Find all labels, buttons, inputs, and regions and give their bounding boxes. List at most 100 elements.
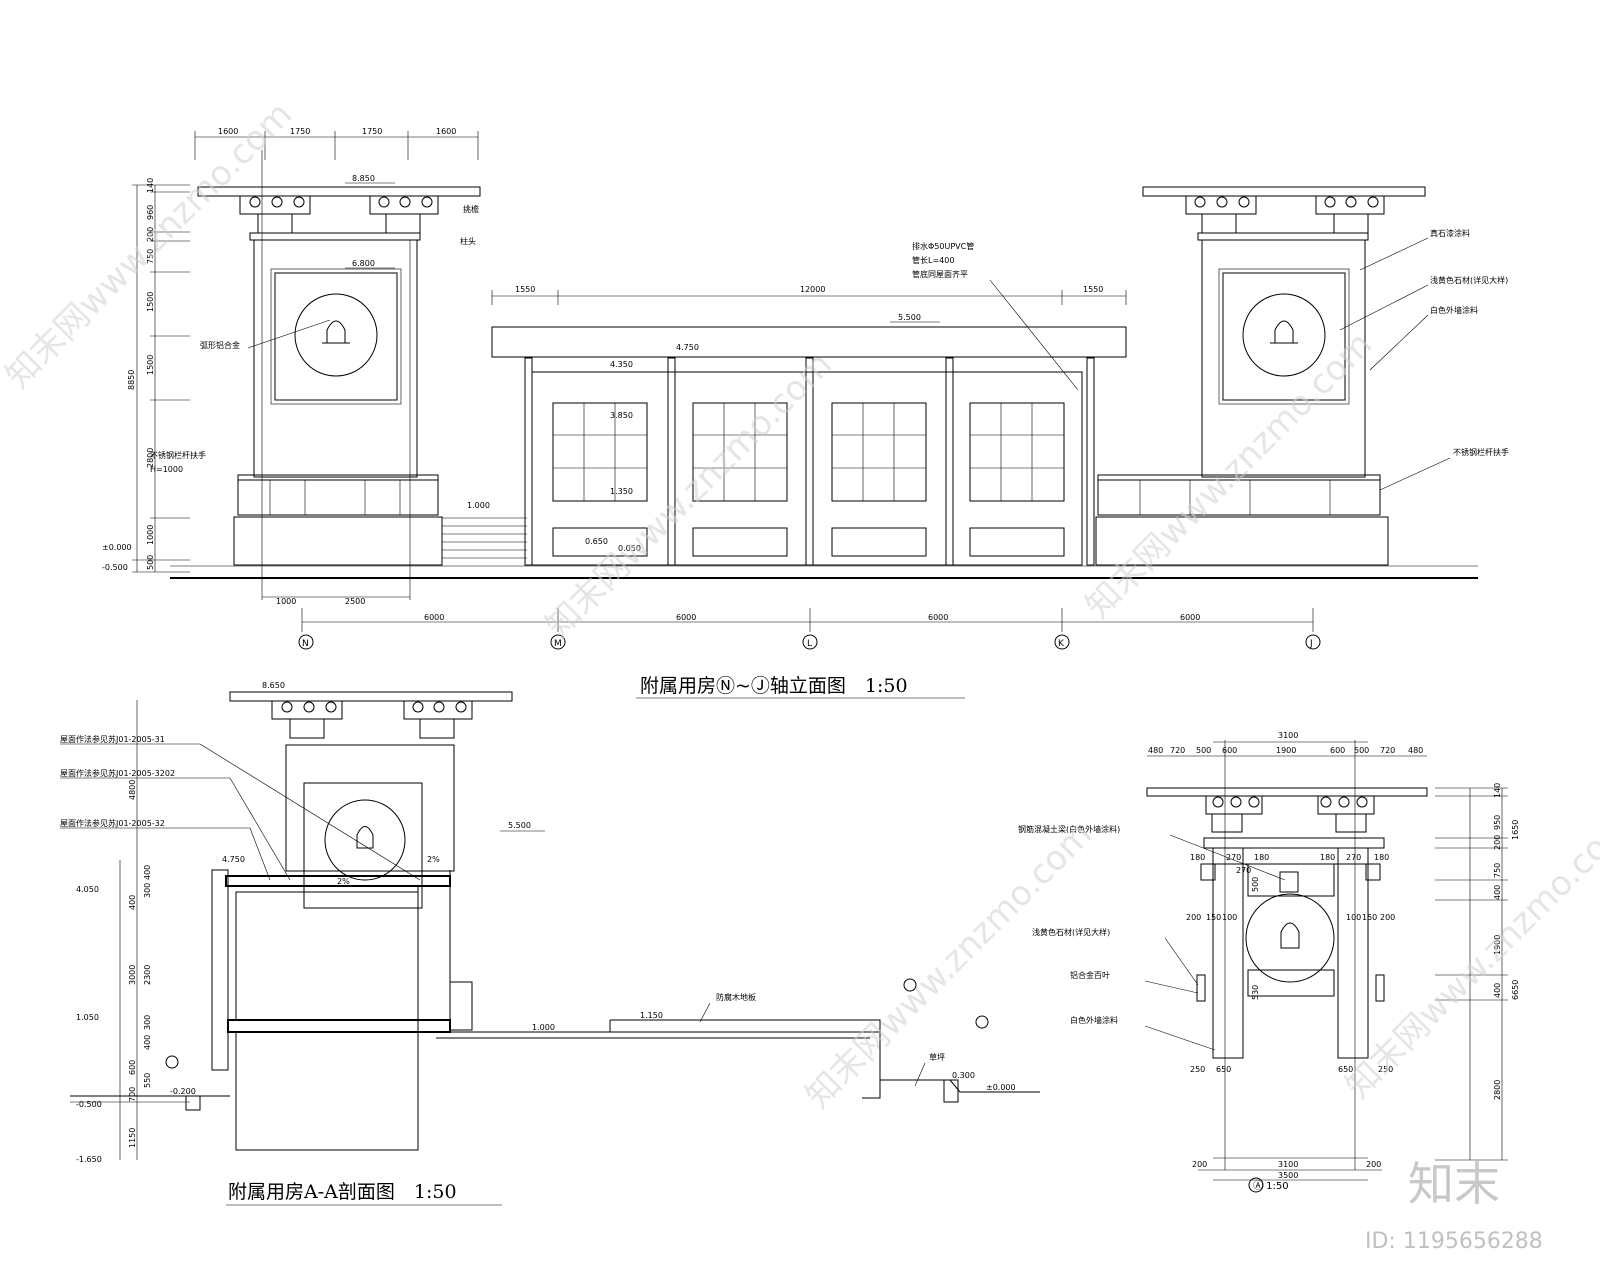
- elev-bottom-dim-2500: 2500: [345, 597, 365, 606]
- elev-level-neg05: -0.500: [102, 563, 128, 572]
- det-top-720a: 720: [1170, 746, 1185, 755]
- det-small-270: 270: [1236, 866, 1251, 875]
- elev-level-0: ±0.000: [102, 543, 132, 552]
- det-mid-200b: 200: [1380, 913, 1395, 922]
- elevation-drawing: 1600 1750 1750 1600 140 960 200 750 1500…: [102, 127, 1509, 699]
- elev-note-pipe-1: 排水Φ50UPVC管: [912, 241, 974, 251]
- section-drawing: 4800 400 300 400 3000 2300 300 400 600 7…: [60, 681, 1040, 1206]
- elev-note-railing-left: 不锈钢栏杆扶手: [150, 450, 206, 460]
- elev-note-arc: 弧形铝合金: [200, 340, 240, 350]
- sec-note-3: 屋面作法参见苏J01-2005-32: [60, 818, 165, 828]
- det-note-white: 白色外墙涂料: [1070, 1015, 1118, 1025]
- det-right-400b: 400: [1493, 983, 1502, 998]
- det-small-250b: 250: [1378, 1065, 1393, 1074]
- sec-note-grass: 草坪: [929, 1052, 945, 1062]
- det-mid-200a: 200: [1186, 913, 1201, 922]
- elev-top-dim-1: 1600: [218, 127, 238, 136]
- sec-level-pm0: ±0.000: [986, 1083, 1016, 1092]
- detail-title: Ⓐ 1:50: [1253, 1180, 1289, 1192]
- det-top-500a: 500: [1196, 746, 1211, 755]
- det-top-480b: 480: [1408, 746, 1423, 755]
- det-mid-100a: 100: [1222, 913, 1237, 922]
- elev-left-dim-140: 140: [146, 178, 155, 193]
- sec-dim-400a: 400: [143, 865, 152, 880]
- sec-dim-300a: 300: [143, 883, 152, 898]
- sec-level-1150: 1.150: [640, 1011, 663, 1020]
- elev-axis-dim-2: 6000: [676, 613, 696, 622]
- sec-note-2: 屋面作法参见苏J01-2005-3202: [60, 768, 175, 778]
- elev-top-dim-3: 1750: [362, 127, 382, 136]
- elev-left-dim-750: 750: [146, 249, 155, 264]
- sec-dim-4800: 4800: [128, 780, 137, 800]
- det-mid-150a: 150: [1206, 913, 1221, 922]
- det-note-beam: 钢筋混凝土梁(白色外墙涂料): [1018, 824, 1120, 834]
- elev-mid-dim-1550b: 1550: [1083, 285, 1103, 294]
- elev-note-tiaoyan: 挑檐: [463, 204, 479, 214]
- detail-drawing: 3100 480 720 500 600 1900 600 500 720 48…: [1018, 731, 1520, 1193]
- elev-level-3850: 3.850: [610, 411, 633, 420]
- elev-left-dim-1500a: 1500: [146, 292, 155, 312]
- det-bottom-3100: 3100: [1278, 1160, 1298, 1169]
- det-top-600a: 600: [1222, 746, 1237, 755]
- sec-level-8650: 8.650: [262, 681, 285, 690]
- elevation-title: 附属用房Ⓝ~Ⓙ轴立面图 1:50: [640, 675, 908, 697]
- elev-left-dim-200: 200: [146, 227, 155, 242]
- det-mid-150b: 150: [1362, 913, 1377, 922]
- sec-note-1: 屋面作法参见苏J01-2005-31: [60, 734, 165, 744]
- axis-l: L: [807, 639, 812, 649]
- elev-note-stone: 浅黄色石材(详见大样): [1430, 275, 1508, 285]
- elev-note-h1000: H=1000: [150, 465, 183, 474]
- det-right-1900: 1900: [1493, 935, 1502, 955]
- det-inner-180b: 180: [1254, 853, 1269, 862]
- elev-note-pipe-3: 管底同屋面齐平: [912, 269, 968, 279]
- sec-dim-550: 550: [143, 1073, 152, 1088]
- watermark-text-1: 知末网www.znzmo.com: [0, 94, 300, 396]
- elev-left-dim-1000: 1000: [146, 525, 155, 545]
- elev-total-height: 8850: [127, 370, 136, 390]
- det-bottom-3500: 3500: [1278, 1171, 1298, 1180]
- elev-left-dim-2800: 2800: [146, 448, 155, 468]
- elev-level-5500: 5.500: [898, 313, 921, 322]
- image-id: ID: 1195656288: [1365, 1229, 1543, 1254]
- sec-dim-1150: 1150: [128, 1128, 137, 1148]
- axis-k: K: [1058, 639, 1065, 649]
- elev-level-1000: 1.000: [467, 501, 490, 510]
- det-bottom-200b: 200: [1366, 1160, 1381, 1169]
- det-note-stone: 浅黄色石材(详见大样): [1032, 927, 1110, 937]
- brand-logo: 知末: [1408, 1157, 1500, 1211]
- det-small-250a: 250: [1190, 1065, 1205, 1074]
- sec-dim-3000: 3000: [128, 965, 137, 985]
- sec-slope-2: 2%: [337, 877, 350, 886]
- sec-level-neg02: -0.200: [170, 1087, 196, 1096]
- det-top-480a: 480: [1148, 746, 1163, 755]
- axis-n: N: [302, 639, 309, 649]
- det-mid-100b: 100: [1346, 913, 1361, 922]
- det-small-650b: 650: [1338, 1065, 1353, 1074]
- det-note-louver: 铝合金百叶: [1070, 970, 1110, 980]
- det-right-140: 140: [1493, 783, 1502, 798]
- det-top-500b: 500: [1354, 746, 1369, 755]
- elev-note-pipe-2: 管长L=400: [912, 255, 954, 265]
- axis-m: M: [554, 639, 562, 649]
- elev-note-railing-right: 不锈钢栏杆扶手: [1453, 447, 1509, 457]
- sec-level-4050: 4.050: [76, 885, 99, 894]
- elev-left-dim-500: 500: [146, 555, 155, 570]
- sec-level-0300: 0.300: [952, 1071, 975, 1080]
- elev-mid-dim-1550a: 1550: [515, 285, 535, 294]
- det-small-650a: 650: [1216, 1065, 1231, 1074]
- elev-bottom-dim-1000: 1000: [276, 597, 296, 606]
- watermark-text-5: 知末网www.znzmo.com: [1338, 804, 1600, 1106]
- sec-dim-700: 700: [128, 1087, 137, 1102]
- elev-note-white: 白色外墙涂料: [1430, 305, 1478, 315]
- sec-dim-400c: 400: [143, 1035, 152, 1050]
- elev-left-dim-960: 960: [146, 205, 155, 220]
- det-bottom-200a: 200: [1192, 1160, 1207, 1169]
- det-inner-180c: 180: [1320, 853, 1335, 862]
- sec-dim-2300: 2300: [143, 965, 152, 985]
- elev-left-dim-1500b: 1500: [146, 355, 155, 375]
- sec-slope-1: 2%: [427, 855, 440, 864]
- sec-dim-300b: 300: [143, 1015, 152, 1030]
- det-inner-180d: 180: [1374, 853, 1389, 862]
- sec-level-4750: 4.750: [222, 855, 245, 864]
- elev-top-dim-2: 1750: [290, 127, 310, 136]
